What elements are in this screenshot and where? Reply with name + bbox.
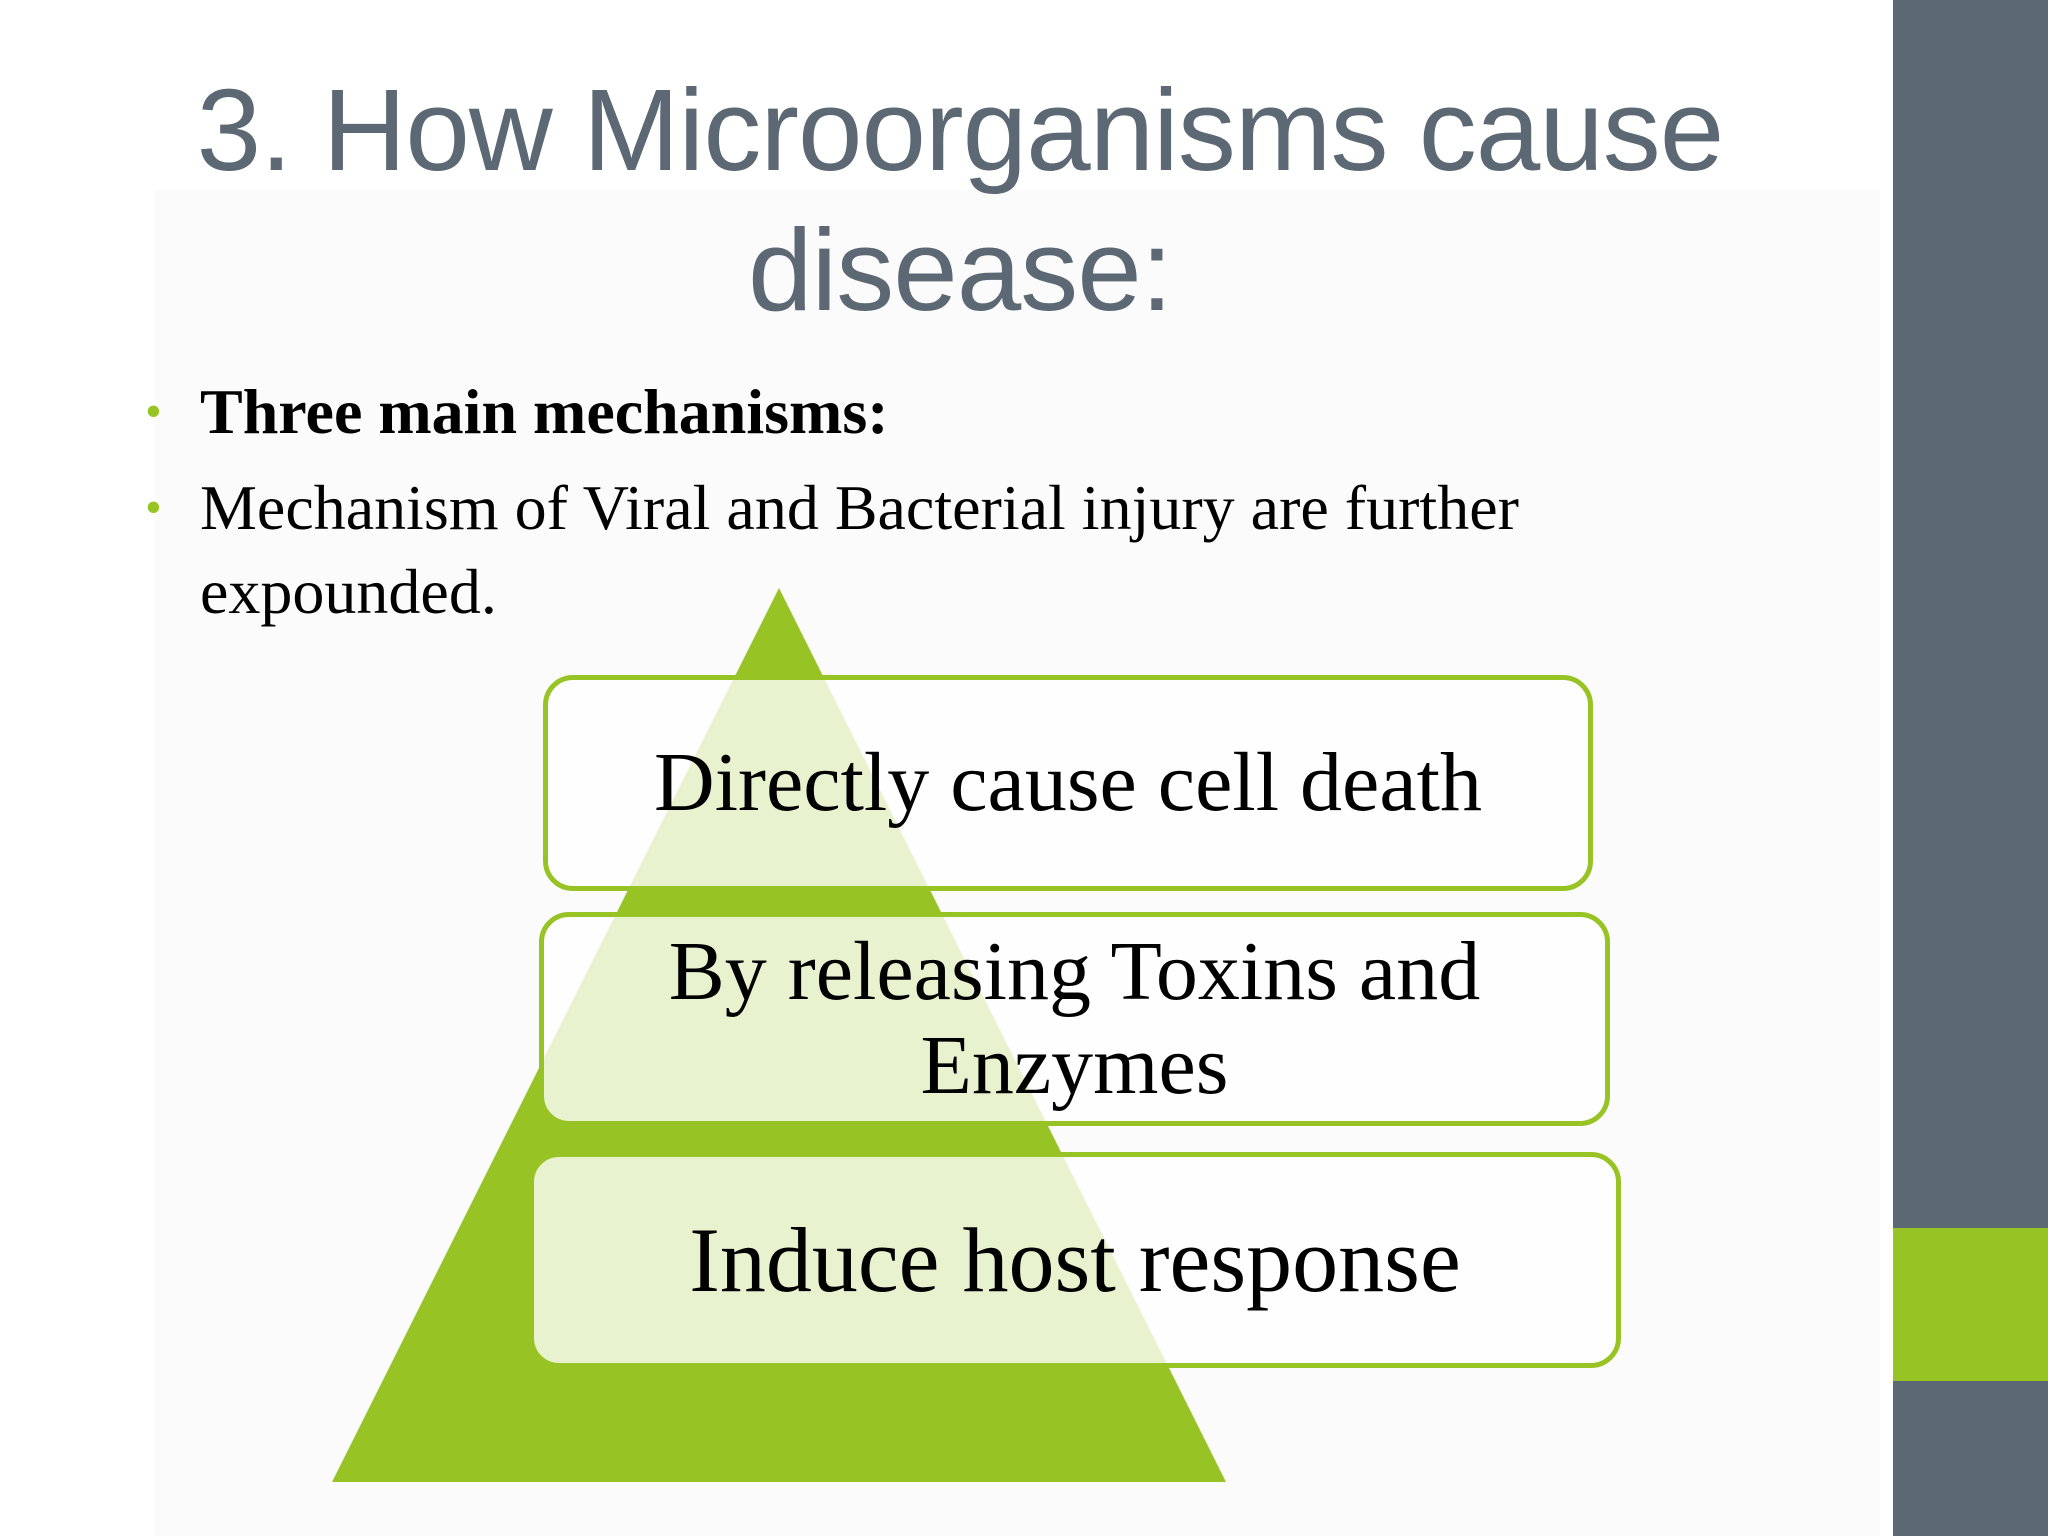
bullet-dot-icon: • <box>145 385 162 438</box>
title-line-1: 3. How Microorganisms cause <box>196 65 1725 195</box>
pyramid-level-label: By releasing Toxins and Enzymes <box>668 925 1481 1112</box>
bullet-text: Mechanism of Viral and Bacterial injury … <box>200 472 1519 627</box>
pyramid-level-3: Induce host response <box>529 1152 1621 1368</box>
pyramid-level-label: Directly cause cell death <box>654 736 1482 829</box>
bullet-item: • Mechanism of Viral and Bacterial injur… <box>145 466 1705 634</box>
pyramid-level-1: Directly cause cell death <box>543 675 1593 891</box>
pyramid-level-2: By releasing Toxins and Enzymes <box>539 912 1610 1126</box>
bullet-text: Three main mechanisms: <box>200 376 889 447</box>
bullet-dot-icon: • <box>145 481 162 534</box>
slide-title: 3. How Microorganisms cause disease: <box>160 60 1760 340</box>
bullet-list: • Three main mechanisms: • Mechanism of … <box>145 370 1705 646</box>
sidebar-accent <box>1893 1228 2048 1381</box>
title-line-2: disease: <box>747 205 1173 335</box>
pyramid-level-label: Induce host response <box>689 1209 1461 1311</box>
bullet-item: • Three main mechanisms: <box>145 370 1705 454</box>
